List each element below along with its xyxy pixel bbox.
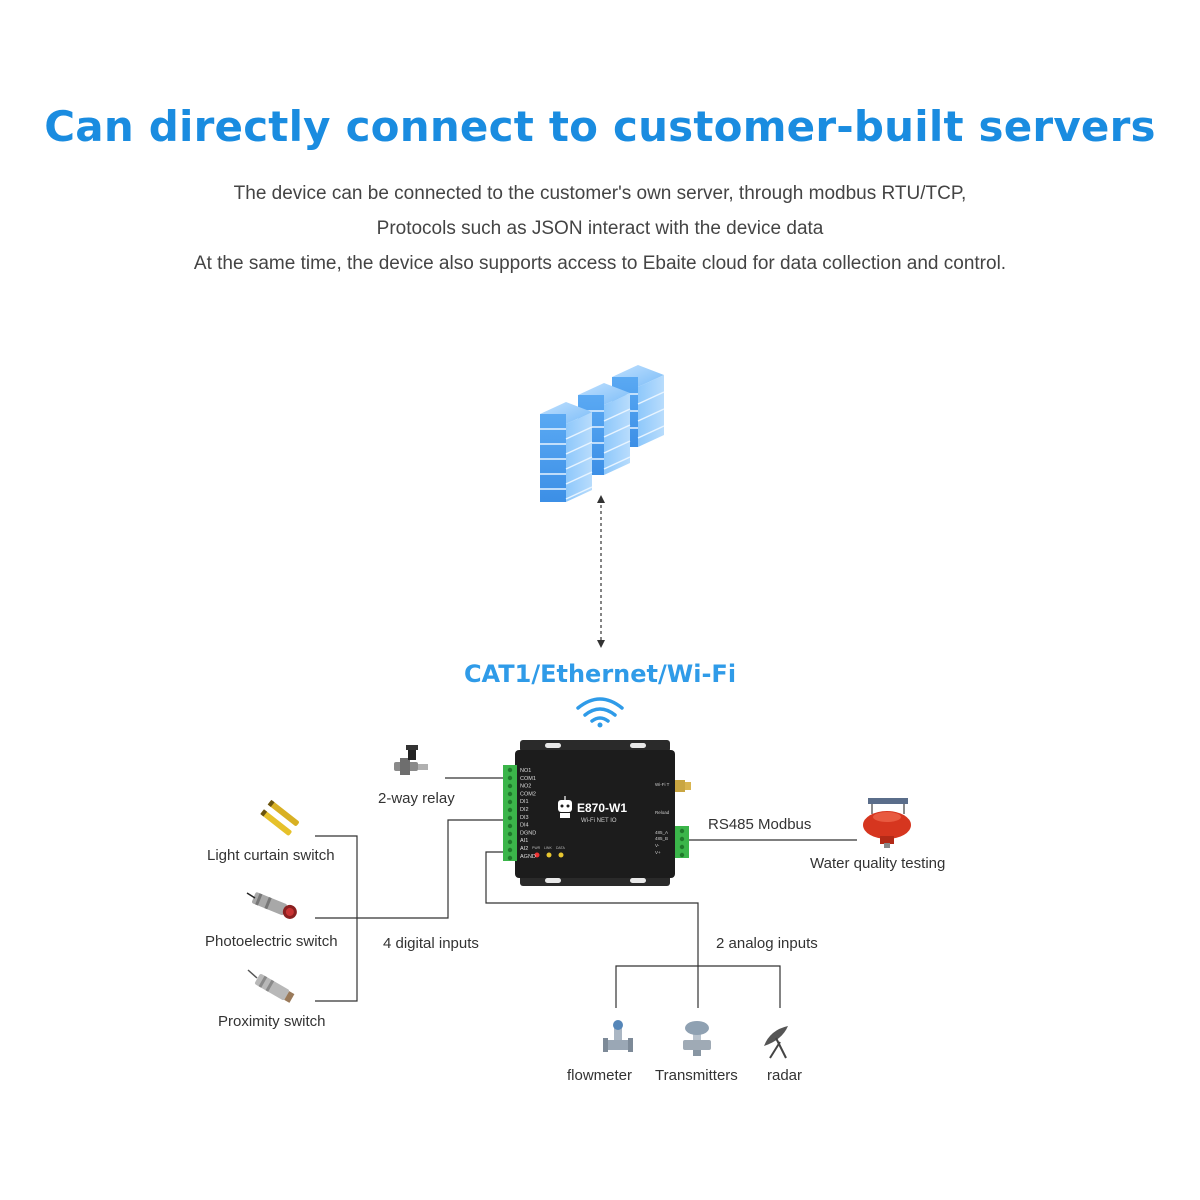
analog-input-wiring [485,851,781,1008]
description-line-1: The device can be connected to the custo… [233,183,967,204]
flowmeter-icon [603,1020,633,1052]
left-terminal-label: COM1 [520,776,536,782]
led-label: PWR [532,846,541,850]
server-cluster-icon [540,365,665,502]
led-label: LINK [544,846,552,850]
description-line-2: Protocols such as JSON interact with the… [376,218,824,239]
photoelectric-switch-icon [246,892,297,919]
wifi-icon [576,697,624,728]
transmitter-icon [683,1021,711,1056]
radar-icon [764,1026,788,1059]
left-terminal-label: DI2 [520,807,529,813]
digital-input-wiring [315,819,503,1002]
right-terminal-label: Wi-Fi T [655,782,670,787]
transmitters-label: Transmitters [655,1067,738,1084]
left-terminal-label: DGND [520,830,536,836]
left-terminal-label: NO2 [520,784,531,790]
proximity-label: Proximity switch [218,1013,326,1030]
led-label: DATA [556,846,565,850]
left-terminal-label: DI4 [520,823,529,829]
gateway-device [503,740,691,886]
right-terminal-label: 485_A [655,830,668,835]
digital-inputs-label: 4 digital inputs [383,935,479,952]
left-terminal-label: DI3 [520,815,529,821]
left-terminal-label: NO1 [520,768,531,774]
rs485-label: RS485 Modbus [708,816,812,833]
left-terminal-label: COM2 [520,791,536,797]
water-quality-buoy-icon [863,798,911,848]
server-link-arrow [597,495,605,648]
left-terminal-label: AI2 [520,846,528,852]
water-quality-label: Water quality testing [810,855,946,872]
proximity-switch-icon [247,969,295,1003]
relay-label: 2-way relay [378,790,455,807]
network-label: CAT1/Ethernet/Wi-Fi [463,660,737,688]
left-terminal-label: AI1 [520,838,528,844]
right-terminal-label: Reload [655,810,670,815]
light-curtain-label: Light curtain switch [207,847,335,864]
left-terminal-label: AGND [520,854,536,860]
light-curtain-icon [260,799,299,836]
radar-label: radar [767,1067,803,1084]
description-line-3: At the same time, the device also suppor… [193,253,1007,274]
device-model-label: E870-W1 [577,801,627,815]
left-terminal-label: DI1 [520,799,529,805]
right-terminal-label: V+ [655,850,661,855]
right-terminal-label: V- [655,843,660,848]
photoelectric-label: Photoelectric switch [205,933,338,950]
right-terminal-label: 485_B [655,836,668,841]
device-sublabel: Wi-Fi NET IO [581,818,617,824]
analog-inputs-label: 2 analog inputs [716,935,818,952]
relay-valve-icon [394,745,428,775]
page-title: Can directly connect to customer-built s… [44,102,1156,151]
flowmeter-label: flowmeter [567,1067,633,1084]
